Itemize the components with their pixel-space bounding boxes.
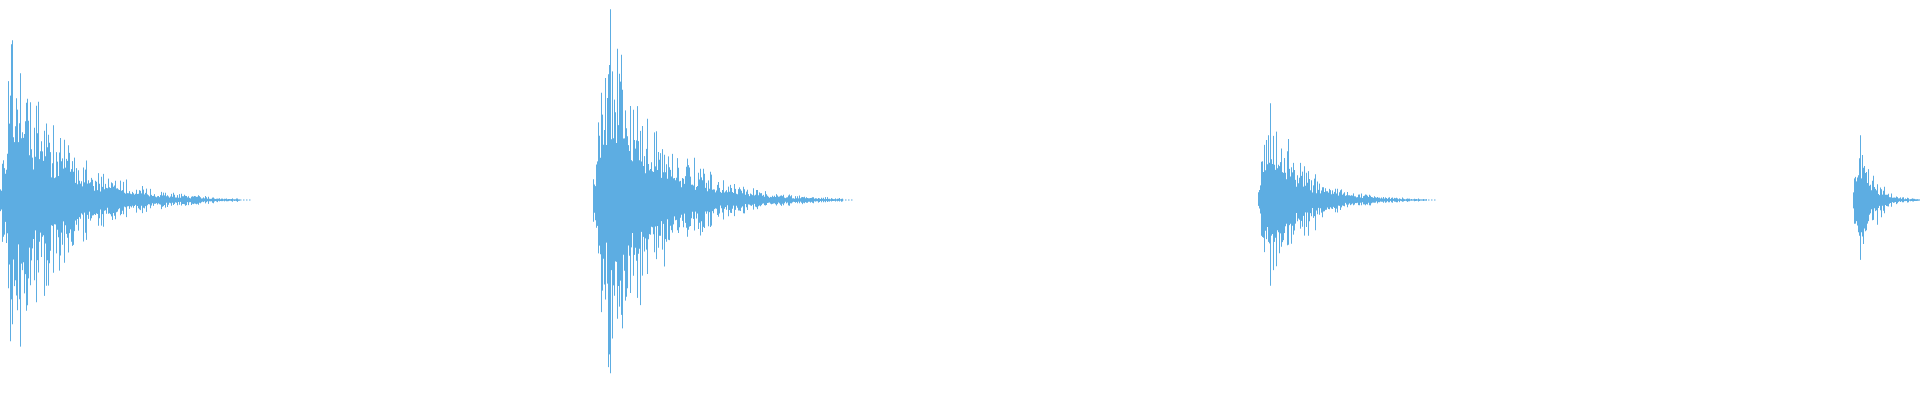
waveform-burst-trace: [593, 9, 843, 374]
waveform-burst-trace: [1258, 103, 1427, 286]
waveform-burst-trace: [1853, 135, 1920, 260]
waveform-burst-1: [0, 40, 251, 347]
waveform-burst-2: [593, 9, 853, 374]
waveform-burst-3: [1258, 103, 1436, 286]
waveform-burst-4: [1853, 135, 1920, 260]
waveform-burst-trace: [0, 40, 240, 347]
